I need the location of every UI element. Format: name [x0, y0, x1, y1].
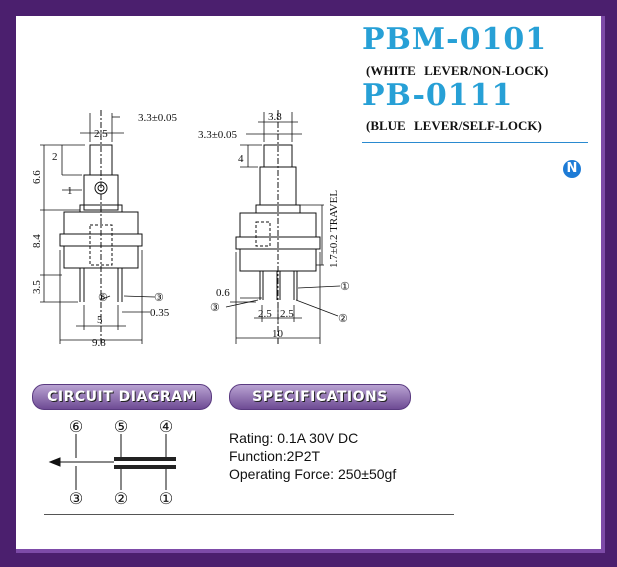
spec-force: Operating Force: 250±50gf	[229, 466, 397, 482]
right-dim-travel: 1.7±0.2 TRAVEL	[328, 190, 340, 268]
right-pin-2: ②	[338, 313, 348, 325]
right-pin-1: ①	[340, 281, 350, 293]
left-dim-2-5: 2.5	[94, 128, 108, 140]
model-desc-a: (WHITE LEVER/NON-LOCK)	[366, 63, 549, 78]
left-dim-0-35: 0.35	[150, 307, 170, 319]
left-dim-8-4: 8.4	[31, 234, 43, 248]
right-edge	[601, 16, 605, 553]
spec-function: Function:2P2T	[229, 448, 321, 464]
right-dim-4: 4	[238, 153, 244, 165]
right-dim-10: 10	[272, 328, 284, 340]
right-dim-2-5b: 2.5	[280, 308, 294, 320]
left-dim-6-6: 6.6	[31, 170, 43, 184]
header-rule	[362, 142, 588, 143]
bottom-edge	[16, 549, 601, 553]
model-title-a: PBM-0101	[362, 22, 548, 57]
right-dim-0-6: 0.6	[216, 287, 230, 299]
model-desc-b: (BLUE LEVER/SELF-LOCK)	[366, 118, 542, 133]
left-dim-3-5: 3.5	[31, 280, 43, 294]
circuit-diagram-title: CIRCUIT DIAGRAM	[32, 384, 212, 410]
specifications-title: SPECIFICATIONS	[229, 384, 411, 410]
left-view-outline	[59, 110, 143, 345]
left-dim-2: 2	[52, 151, 58, 163]
model-title-b: PB-0111	[362, 78, 514, 113]
right-dim-2-5a: 2.5	[258, 308, 272, 320]
right-pin-3: ③	[210, 302, 220, 314]
n-badge-icon: N	[563, 160, 581, 178]
left-dim-5: 5	[97, 314, 103, 326]
left-pin-6: ⑥	[98, 292, 108, 304]
right-dim-top: 3.3±0.05	[198, 129, 238, 141]
left-dim-1: 1	[67, 185, 73, 197]
right-dim-3-8: 3.8	[268, 111, 282, 123]
left-dim-9-8: 9.8	[92, 337, 106, 349]
footer-rule	[44, 514, 454, 515]
left-pin-3: ③	[154, 292, 164, 304]
content-panel	[16, 16, 601, 549]
left-dim-top: 3.3±0.05	[138, 112, 178, 124]
spec-rating: Rating: 0.1A 30V DC	[229, 430, 359, 446]
